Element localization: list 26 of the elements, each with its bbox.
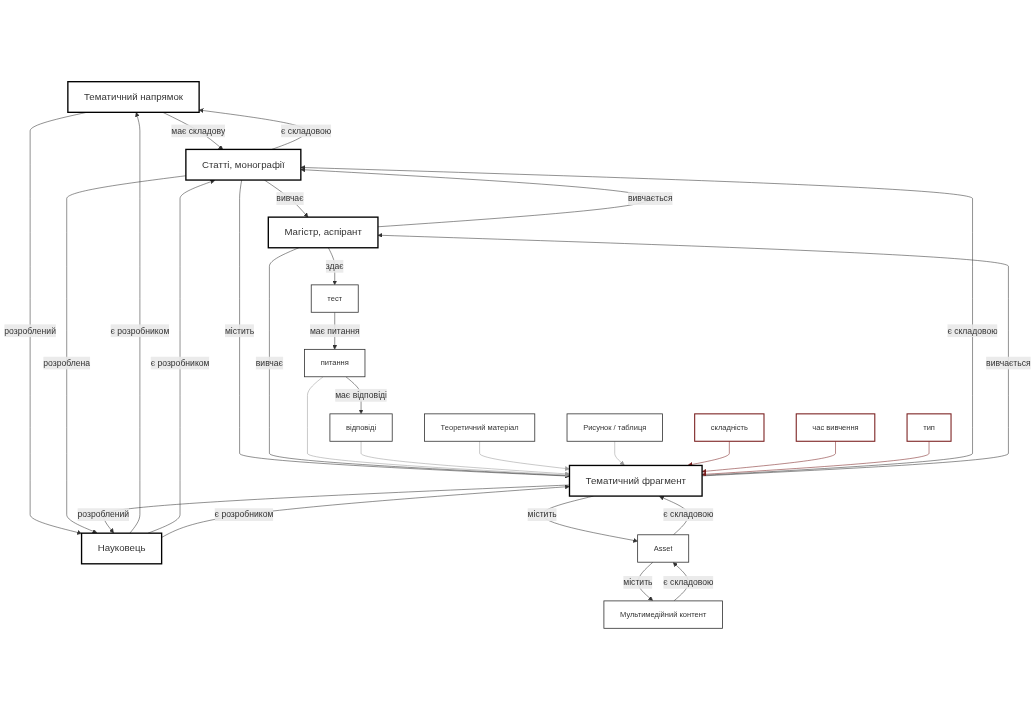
- edge-label: є розробником: [214, 509, 274, 519]
- node-box: Магістр, аспірант: [267, 216, 379, 249]
- node-box: Тематичний фрагмент: [568, 464, 703, 497]
- edge-label: має відповіді: [335, 390, 387, 400]
- node-box: Статті, монографії: [185, 148, 302, 181]
- edge-label: містить: [623, 577, 653, 587]
- edge-label: містить: [527, 509, 557, 519]
- edge-label: є складовою: [947, 325, 998, 336]
- edge-label: розроблений: [77, 509, 130, 519]
- edge-label: містить: [224, 325, 255, 336]
- edge-label: є розробником: [110, 325, 170, 336]
- edge-label: має складову: [171, 126, 226, 136]
- edge-label: здає: [325, 261, 344, 271]
- edge-label: вивчає: [255, 358, 283, 368]
- edge-label: вивчається: [986, 358, 1031, 368]
- edge-label: має питання: [309, 325, 360, 336]
- edge-label: розроблений: [4, 325, 56, 336]
- edge-label: розроблена: [43, 358, 91, 368]
- edge-label: є розробником: [150, 358, 210, 368]
- edge-label: вивчає: [276, 193, 304, 203]
- edge-label: є складовою: [663, 509, 714, 519]
- node-box: Науковець: [80, 532, 163, 565]
- node-box: Тематичний напрямок: [67, 81, 200, 113]
- edge-label: є складовою: [281, 126, 332, 136]
- edge-label: є складовою: [663, 577, 714, 587]
- edge-label: вивчається: [627, 193, 673, 203]
